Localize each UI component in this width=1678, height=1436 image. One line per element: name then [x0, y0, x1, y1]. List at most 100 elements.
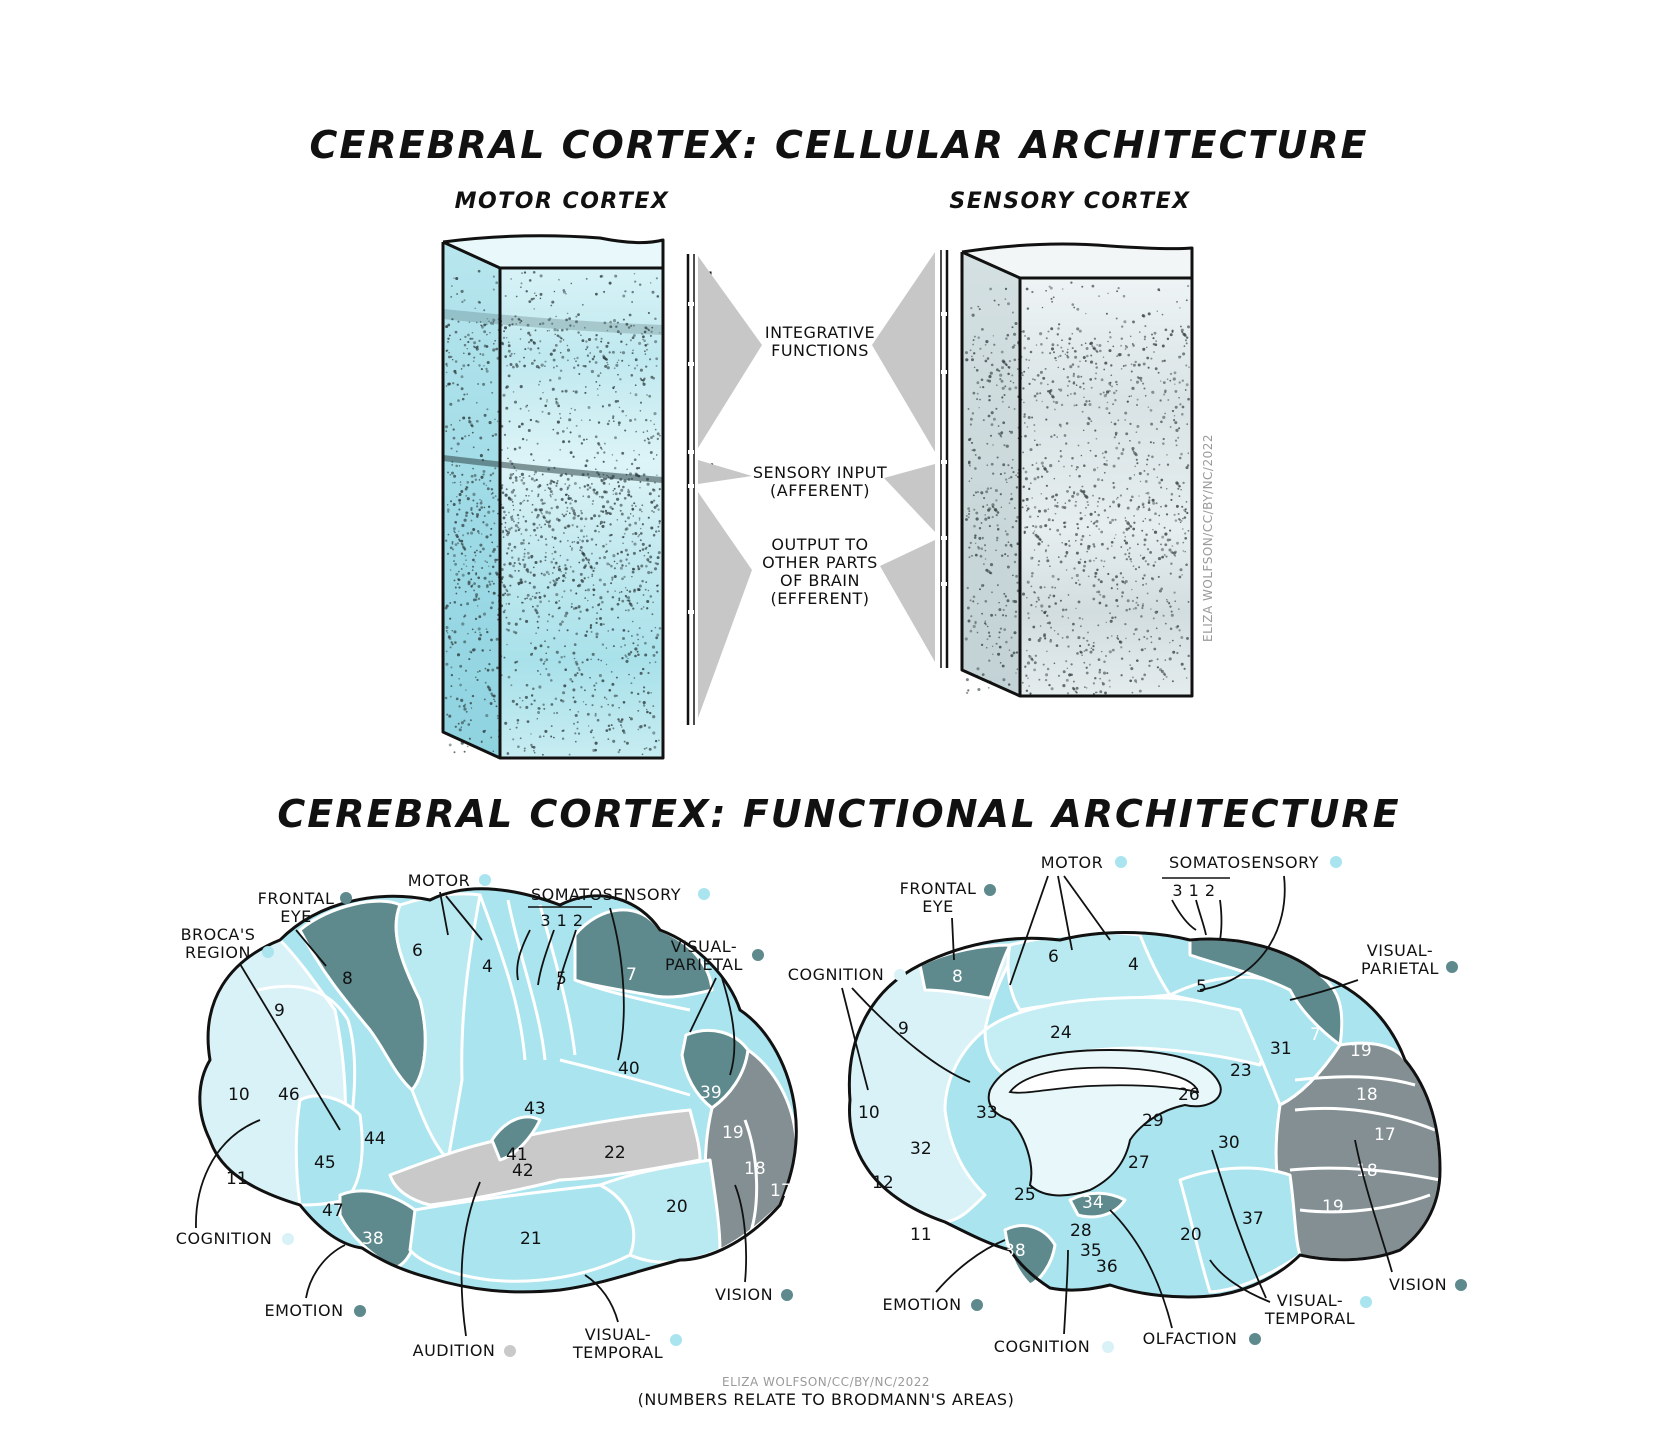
medial-area-35: 35 — [1080, 1241, 1102, 1261]
medial-area-37: 37 — [1242, 1209, 1264, 1229]
lateral-area-17: 17 — [770, 1181, 792, 1201]
medial-area-27: 27 — [1128, 1153, 1150, 1173]
med-somatosensory-dot — [1330, 856, 1342, 868]
lateral-area-41: 41 — [506, 1145, 528, 1165]
lateral-area-10: 10 — [228, 1085, 250, 1105]
lat-audition-label: AUDITION — [413, 1341, 496, 1360]
lateral-area-46: 46 — [278, 1085, 300, 1105]
med-visual-temporal-label-2: TEMPORAL — [1264, 1309, 1355, 1328]
medial-area-18-top: 18 — [1356, 1085, 1378, 1105]
lat-motor-label: MOTOR — [408, 871, 470, 890]
lateral-area-5: 5 — [556, 969, 567, 989]
lat-visual-temporal-label-1: VISUAL- — [585, 1325, 651, 1344]
lateral-area-18: 18 — [744, 1159, 766, 1179]
med-olfaction-label: OLFACTION — [1143, 1329, 1238, 1348]
bottom-title: CEREBRAL CORTEX: FUNCTIONAL ARCHITECTURE — [277, 792, 1400, 836]
svg-text:(AFFERENT): (AFFERENT) — [770, 481, 870, 500]
integrative-functions-label: INTEGRATIVE FUNCTIONS — [765, 323, 875, 360]
medial-area-23: 23 — [1230, 1061, 1252, 1081]
med-cognition-bottom-label: COGNITION — [994, 1337, 1090, 1356]
medial-area-30: 30 — [1218, 1133, 1240, 1153]
lat-audition-dot — [504, 1345, 516, 1357]
svg-text:FUNCTIONS: FUNCTIONS — [771, 341, 869, 360]
lateral-area-47: 47 — [322, 1201, 344, 1221]
svg-text:(EFFERENT): (EFFERENT) — [770, 589, 869, 608]
medial-area-32: 32 — [910, 1139, 932, 1159]
svg-text:INTEGRATIVE: INTEGRATIVE — [765, 323, 875, 342]
medial-area-24: 24 — [1050, 1023, 1072, 1043]
medial-area-numbers: 8 6 4 5 7 9 24 31 19 10 33 23 26 18 29 3… — [858, 947, 1396, 1277]
medial-area-20: 20 — [1180, 1225, 1202, 1245]
lat-visual-parietal-label-2: PARIETAL — [665, 955, 743, 974]
lat-frontal-eye-label-1: FRONTAL — [258, 889, 335, 908]
lateral-area-7: 7 — [626, 965, 637, 985]
med-frontal-eye-dot — [984, 884, 996, 896]
lateral-area-numbers: 8 6 4 5 7 9 40 39 10 46 44 43 45 41 42 2… — [226, 941, 792, 1249]
med-motor-label: MOTOR — [1041, 853, 1103, 872]
sensory-input-label: SENSORY INPUT (AFFERENT) — [753, 463, 887, 500]
lat-vision-dot — [781, 1289, 793, 1301]
medial-area-4: 4 — [1128, 955, 1139, 975]
output-label: OUTPUT TO OTHER PARTS OF BRAIN (EFFERENT… — [762, 535, 878, 608]
lat-brocas-dot — [262, 946, 274, 958]
medial-area-17: 17 — [1374, 1125, 1396, 1145]
med-vision-dot — [1455, 1279, 1467, 1291]
medial-area-36: 36 — [1096, 1257, 1118, 1277]
med-visual-parietal-label-2: PARIETAL — [1361, 959, 1439, 978]
lat-visual-temporal-label-2: TEMPORAL — [572, 1343, 663, 1362]
medial-area-25: 25 — [1014, 1185, 1036, 1205]
lat-frontal-eye-dot — [340, 892, 352, 904]
med-vision-label: VISION — [1389, 1275, 1447, 1294]
lateral-area-40: 40 — [618, 1059, 640, 1079]
medial-area-28: 28 — [1070, 1221, 1092, 1241]
brodmann-footnote: (NUMBERS RELATE TO BRODMANN'S AREAS) — [638, 1390, 1015, 1409]
med-olfaction-dot — [1249, 1333, 1261, 1345]
lat-somatosensory-dot — [698, 888, 710, 900]
lateral-labels: MOTOR SOMATOSENSORY 3 1 2 FRONTAL EYE BR… — [176, 871, 793, 1362]
medial-area-29: 29 — [1142, 1111, 1164, 1131]
lateral-area-6: 6 — [412, 941, 423, 961]
lat-visual-parietal-label-1: VISUAL- — [671, 937, 737, 956]
lat-emotion-dot — [354, 1305, 366, 1317]
medial-area-38: 38 — [1004, 1241, 1026, 1261]
lat-cognition-dot — [282, 1233, 294, 1245]
lat-somatosensory-sub: 3 1 2 — [540, 911, 583, 930]
medial-area-33: 33 — [976, 1103, 998, 1123]
top-title: CEREBRAL CORTEX: CELLULAR ARCHITECTURE — [310, 123, 1369, 167]
lat-emotion-label: EMOTION — [264, 1301, 343, 1320]
medial-area-18-bottom: 18 — [1356, 1161, 1378, 1181]
lat-cognition-label: COGNITION — [176, 1229, 272, 1248]
lateral-area-8: 8 — [342, 969, 353, 989]
bottom-credit: ELIZA WOLFSON/CC/BY/NC/2022 — [722, 1375, 930, 1389]
medial-area-34: 34 — [1082, 1193, 1104, 1213]
lat-visual-parietal-dot — [752, 949, 764, 961]
lateral-area-39: 39 — [700, 1083, 722, 1103]
medial-area-6: 6 — [1048, 947, 1059, 967]
lateral-brain — [198, 887, 798, 1294]
med-visual-parietal-label-1: VISUAL- — [1367, 941, 1433, 960]
med-emotion-dot — [971, 1299, 983, 1311]
lateral-area-9: 9 — [274, 1001, 285, 1021]
svg-text:OUTPUT TO: OUTPUT TO — [771, 535, 868, 554]
vertical-credit: ELIZA WOLFSON/CC/BY/NC/2022 — [1201, 434, 1215, 642]
med-cognition-top-label: COGNITION — [788, 965, 884, 984]
medial-area-9: 9 — [898, 1019, 909, 1039]
med-visual-temporal-dot — [1360, 1296, 1372, 1308]
med-motor-dot — [1115, 856, 1127, 868]
medial-area-12: 12 — [872, 1173, 894, 1193]
medial-area-26: 26 — [1178, 1085, 1200, 1105]
function-wedges — [698, 252, 935, 718]
motor-cortex-column — [441, 234, 665, 760]
med-visual-parietal-dot — [1446, 961, 1458, 973]
lateral-area-22: 22 — [604, 1143, 626, 1163]
lat-somatosensory-label: SOMATOSENSORY — [531, 885, 681, 904]
lat-frontal-eye-label-2: EYE — [280, 907, 312, 926]
svg-text:OTHER PARTS: OTHER PARTS — [762, 553, 878, 572]
medial-area-19-bottom: 19 — [1322, 1197, 1344, 1217]
medial-labels: MOTOR SOMATOSENSORY 3 1 2 FRONTAL EYE CO… — [788, 853, 1467, 1356]
med-frontal-eye-label-1: FRONTAL — [900, 879, 977, 898]
medial-area-19: 19 — [1350, 1041, 1372, 1061]
medial-area-8: 8 — [952, 967, 963, 987]
lat-motor-dot — [479, 874, 491, 886]
